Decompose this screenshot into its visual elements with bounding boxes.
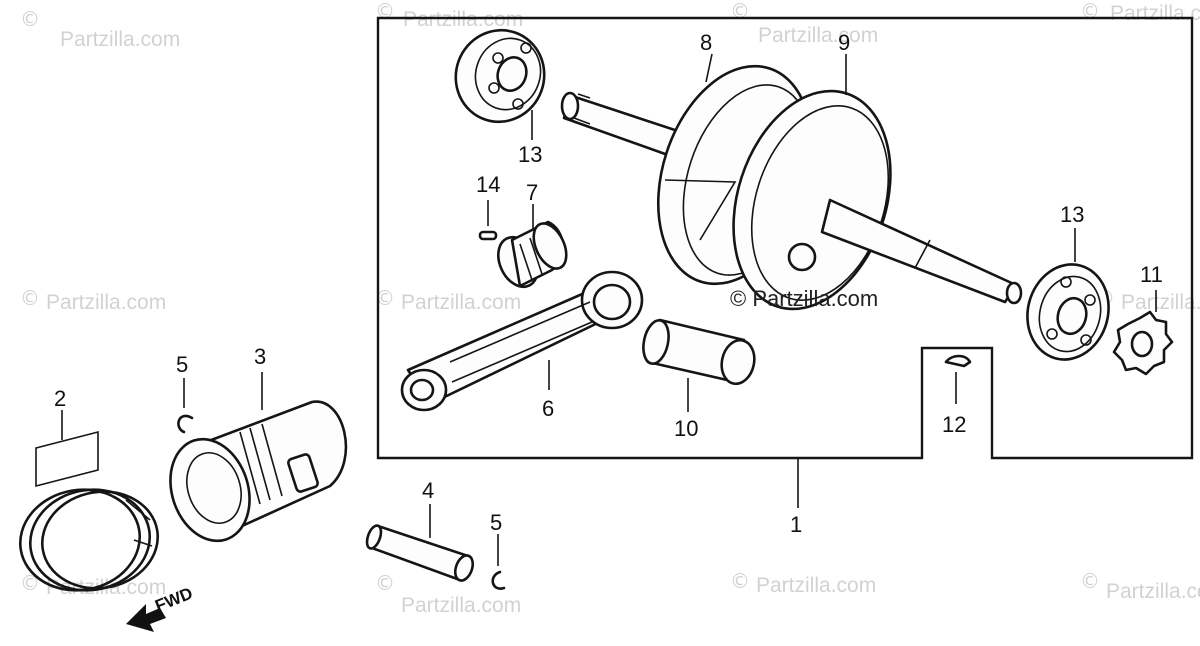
drive-sprocket (1112, 310, 1174, 376)
svg-text:Partzilla.com: Partzilla.com (756, 574, 876, 597)
svg-text:Partzilla.com: Partzilla.com (401, 291, 521, 314)
svg-text:©: © (1080, 0, 1100, 23)
watermark: © Partzilla.com (730, 569, 876, 597)
piston (169, 400, 348, 543)
piston-pin-clip (177, 414, 194, 434)
watermark: © Partzilla.com (1095, 286, 1200, 314)
svg-text:©: © (20, 571, 40, 595)
watermark: © Partzilla.com (1080, 0, 1200, 25)
svg-text:©: © (375, 571, 395, 595)
svg-text:©: © (375, 286, 395, 310)
connecting-rod (400, 270, 644, 412)
svg-text:Partzilla.com: Partzilla.com (403, 8, 523, 31)
callout-14: 14 (476, 172, 500, 197)
watermark: © Partzilla.com (375, 0, 523, 31)
needle-bearing (497, 220, 568, 289)
callout-5-bottom: 5 (490, 510, 502, 535)
piston-pin (365, 524, 475, 582)
callout-10: 10 (674, 416, 698, 441)
svg-text:Partzilla.com: Partzilla.com (401, 594, 521, 617)
callout-8: 8 (700, 30, 712, 55)
watermark: © Partzilla.com (1080, 569, 1200, 603)
watermark-center: © Partzilla.com (730, 286, 878, 311)
watermark: © Partzilla.com (20, 286, 166, 314)
crankshaft (560, 64, 1023, 311)
svg-text:Partzilla.com: Partzilla.com (1106, 580, 1200, 603)
svg-text:Partzilla.com: Partzilla.com (1110, 2, 1200, 25)
watermark: © Partzilla.com (375, 571, 521, 617)
watermark: © Partzilla.com (730, 0, 878, 47)
svg-text:©: © (730, 569, 750, 593)
callout-6: 6 (542, 396, 554, 421)
callout-13-left: 13 (518, 142, 542, 167)
callout-bracket (35, 430, 99, 488)
woodruff-key (944, 354, 972, 368)
callout-2: 2 (54, 386, 66, 411)
svg-text:Partzilla.com: Partzilla.com (60, 28, 180, 51)
watermark: © Partzilla.com (20, 571, 166, 599)
svg-text:Partzilla.com: Partzilla.com (758, 24, 878, 47)
svg-text:©: © (730, 0, 750, 23)
assembly-frame (376, 16, 1194, 460)
svg-text:Partzilla.com: Partzilla.com (46, 291, 166, 314)
roller-sleeve (642, 318, 756, 386)
piston-rings (18, 488, 160, 592)
crank-pin (478, 230, 498, 241)
piston-pin-clip (491, 570, 506, 590)
svg-text:©: © (20, 7, 40, 31)
callout-12: 12 (942, 412, 966, 437)
callout-1: 1 (790, 512, 802, 537)
callout-11: 11 (1140, 262, 1163, 287)
watermark: © Partzilla.com (375, 286, 521, 314)
svg-text:©: © (1080, 569, 1100, 593)
callout-4: 4 (422, 478, 434, 503)
callout-5-top: 5 (176, 352, 188, 377)
svg-text:©: © (20, 286, 40, 310)
ball-bearing-right (1026, 263, 1110, 361)
arrow-icon (126, 604, 166, 632)
callout-leader (705, 53, 713, 83)
callout-9: 9 (838, 30, 850, 55)
ball-bearing-left (454, 28, 546, 124)
watermark: © Partzilla.com (20, 7, 180, 51)
callout-13-right: 13 (1060, 202, 1084, 227)
svg-text:Partzilla.com: Partzilla.com (1121, 291, 1200, 314)
callout-3: 3 (254, 344, 266, 369)
callout-7: 7 (526, 180, 538, 205)
